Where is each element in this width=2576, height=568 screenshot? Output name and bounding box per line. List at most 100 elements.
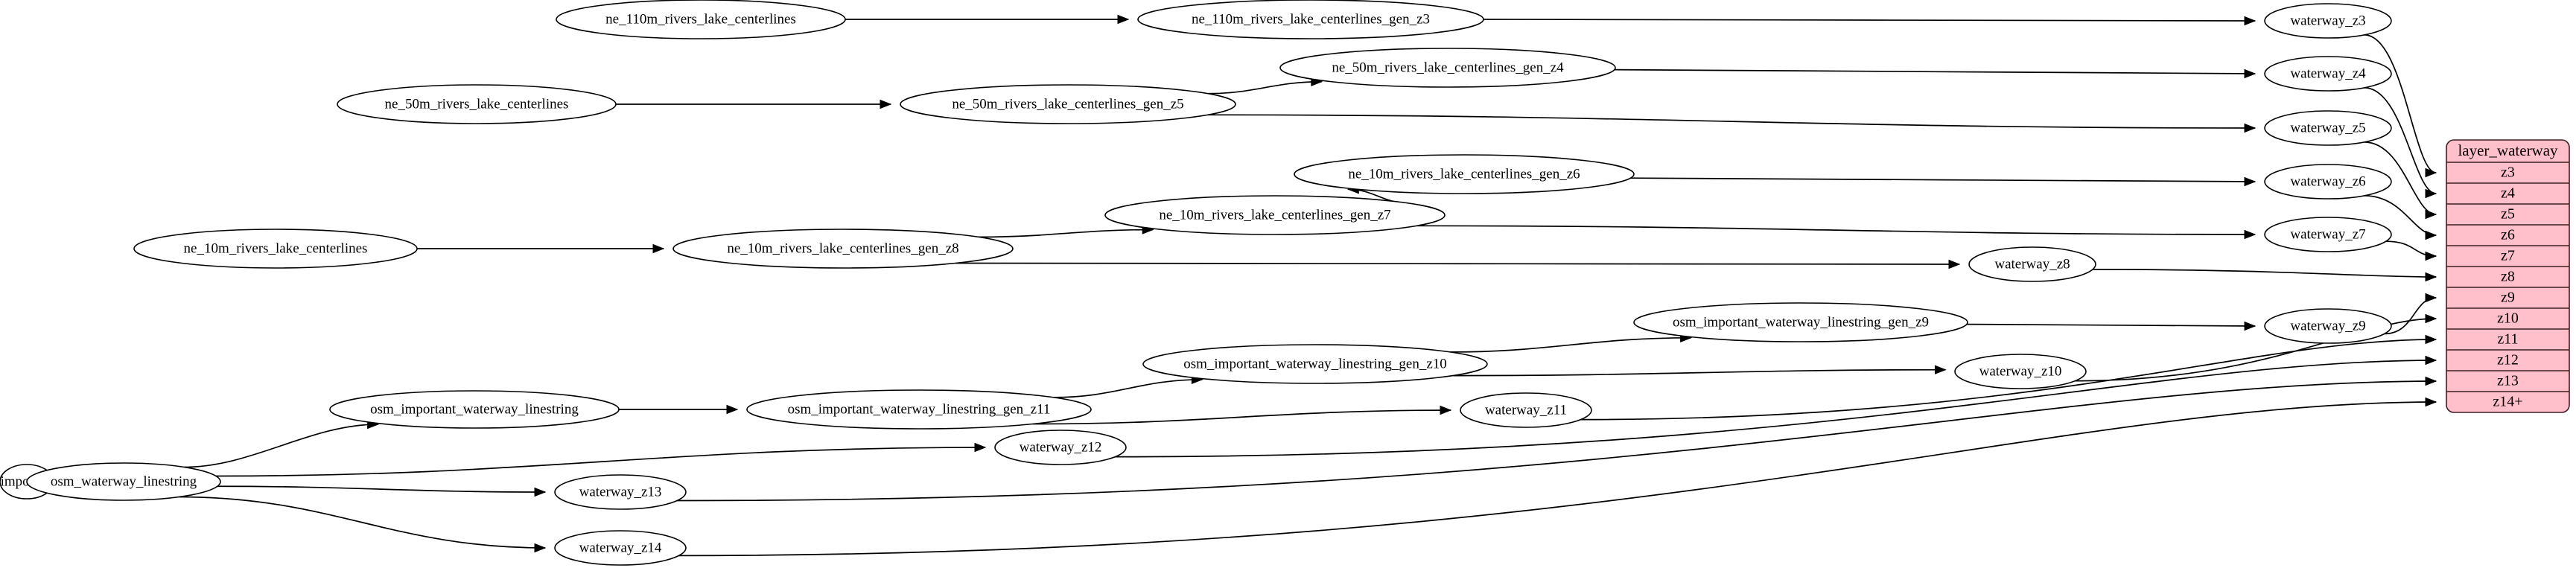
graph-node-osm_imp_ls[interactable]: osm_important_waterway_linestring: [329, 390, 620, 429]
edge-line: [1630, 177, 2256, 182]
node-ellipse: [554, 474, 687, 510]
node-label: ne_50m_rivers_lake_centerlines: [385, 96, 569, 112]
graph-node-ne110m_src[interactable]: ne_110m_rivers_lake_centerlines: [556, 0, 846, 39]
layer-table-row-z14plus[interactable]: z14+: [2493, 394, 2522, 410]
graph-node-osm_imp_z10[interactable]: osm_important_waterway_linestring_gen_z1…: [1142, 344, 1488, 384]
graph-node-ww_z5[interactable]: waterway_z5: [2264, 110, 2392, 146]
layer-table-row-z9[interactable]: z9: [2501, 290, 2515, 306]
node-ellipse: [1954, 354, 2087, 389]
graph-node-ne10m_z6[interactable]: ne_10m_rivers_lake_centerlines_gen_z6: [1294, 154, 1635, 194]
graph-node-osm_imp_z11[interactable]: osm_important_waterway_linestring_gen_z1…: [746, 389, 1092, 430]
edge-arrowhead: [2425, 230, 2437, 240]
node-label: ne_50m_rivers_lake_centerlines_gen_z5: [952, 96, 1183, 112]
edge-line: [979, 229, 1154, 238]
edge-line: [1452, 368, 1946, 377]
edge-arrowhead: [2244, 229, 2257, 240]
node-label: ne_10m_rivers_lake_centerlines_gen_z7: [1159, 207, 1390, 223]
graph-node-osm_imp_z9[interactable]: osm_important_waterway_linestring_gen_z9: [1633, 302, 1968, 342]
graph-node-ne50m_src[interactable]: ne_50m_rivers_lake_centerlines: [337, 84, 617, 124]
edge-line: [179, 496, 546, 549]
node-label: waterway_z6: [2290, 173, 2365, 189]
edge-arrowhead: [1440, 405, 1452, 415]
node-ellipse: [2264, 217, 2392, 252]
edge-arrowhead: [2425, 293, 2437, 303]
graph-node-ne110m_z3[interactable]: ne_110m_rivers_lake_centerlines_gen_z3: [1137, 0, 1484, 39]
edge-line: [1207, 80, 1322, 95]
graph-node-ww_z4[interactable]: waterway_z4: [2264, 56, 2392, 92]
edge-line: [677, 380, 2437, 502]
graph-node-ww_z10[interactable]: waterway_z10: [1954, 354, 2087, 389]
graph-node-ww_z13[interactable]: waterway_z13: [554, 474, 687, 510]
graph-node-ww_z9[interactable]: waterway_z9: [2264, 308, 2392, 344]
node-ellipse: [26, 462, 221, 501]
layer-table-row-z4[interactable]: z4: [2501, 185, 2515, 202]
edge-arrowhead: [2425, 272, 2437, 282]
edge-arrowhead: [2244, 176, 2257, 187]
node-ellipse: [2264, 3, 2392, 39]
edge-arrowhead: [974, 442, 987, 453]
node-label: waterway_z11: [1485, 402, 1567, 418]
graph-node-ne10m_z7[interactable]: ne_10m_rivers_lake_centerlines_gen_z7: [1104, 195, 1446, 235]
node-ellipse: [900, 84, 1236, 124]
edge-line: [1450, 336, 1691, 353]
edge-layer: [16, 14, 2437, 557]
node-ellipse: [337, 84, 617, 124]
node-label: waterway_z4: [2290, 66, 2366, 81]
edge-line: [678, 401, 2437, 557]
layer-table-row-z10[interactable]: z10: [2497, 310, 2519, 327]
node-layer: imposm3osm_waterway_linestringne_110m_ri…: [0, 0, 2392, 566]
graph-node-ww_z14[interactable]: waterway_z14: [554, 530, 687, 566]
layer-table-row-z3[interactable]: z3: [2501, 165, 2515, 181]
layer-table-row-z13[interactable]: z13: [2497, 373, 2519, 389]
graph-node-ww_z7[interactable]: waterway_z7: [2264, 217, 2392, 252]
layer-table-row-z11[interactable]: z11: [2497, 331, 2518, 348]
graph-node-ww_z12[interactable]: waterway_z12: [994, 430, 1127, 465]
node-ellipse: [329, 390, 620, 429]
node-ellipse: [1137, 0, 1484, 39]
node-label: waterway_z10: [1979, 363, 2062, 379]
node-ellipse: [556, 0, 846, 39]
graph-node-ne50m_z4[interactable]: ne_50m_rivers_lake_centerlines_gen_z4: [1279, 48, 1616, 88]
node-label: waterway_z13: [579, 484, 662, 500]
graph-node-ww_z6[interactable]: waterway_z6: [2264, 164, 2392, 200]
node-ellipse: [2264, 110, 2392, 146]
edge-arrowhead: [534, 487, 547, 497]
graph-node-ww_z3[interactable]: waterway_z3: [2264, 3, 2392, 39]
node-ellipse: [746, 389, 1092, 430]
node-ellipse: [554, 530, 687, 566]
graph-node-ww_z8[interactable]: waterway_z8: [1968, 246, 2096, 282]
node-ellipse: [994, 430, 1127, 465]
graph-node-ne50m_z5[interactable]: ne_50m_rivers_lake_centerlines_gen_z5: [900, 84, 1236, 124]
node-label: osm_important_waterway_linestring_gen_z1…: [788, 401, 1051, 417]
edge-arrowhead: [2244, 68, 2257, 79]
edge-arrowhead: [2425, 209, 2437, 220]
graph-node-osm_ww_ls[interactable]: osm_waterway_linestring: [26, 462, 221, 501]
layer-table-row-z7[interactable]: z7: [2501, 248, 2515, 264]
node-ellipse: [1294, 154, 1635, 194]
edge-line: [1580, 339, 2437, 421]
edge-arrowhead: [1934, 365, 1947, 374]
edge-line: [184, 424, 378, 468]
edge-line: [2075, 318, 2437, 382]
graph-node-ww_z11[interactable]: waterway_z11: [1460, 392, 1592, 428]
edge-arrowhead: [2244, 123, 2257, 133]
node-label: ne_110m_rivers_lake_centerlines: [605, 11, 796, 27]
edge-arrowhead: [726, 404, 739, 415]
node-label: ne_10m_rivers_lake_centerlines_gen_z6: [1348, 166, 1580, 182]
edge-line: [1416, 225, 2256, 235]
edge-line: [1054, 378, 1203, 398]
node-label: osm_waterway_linestring: [51, 473, 197, 489]
layer-table-row-z8[interactable]: z8: [2501, 269, 2515, 285]
graph-node-ne10m_src[interactable]: ne_10m_rivers_lake_centerlines: [133, 229, 418, 269]
layer-table-row-z6[interactable]: z6: [2501, 227, 2515, 243]
layer-table-row-z5[interactable]: z5: [2501, 206, 2515, 223]
edge-arrowhead: [2425, 355, 2437, 366]
edge-arrowhead: [2425, 188, 2437, 199]
edge-arrowhead: [534, 543, 547, 553]
node-label: osm_important_waterway_linestring_gen_z1…: [1183, 356, 1447, 371]
edge-line: [1115, 360, 2437, 458]
layer-table-title: layer_waterway: [2458, 141, 2558, 159]
layer-table-row-z12[interactable]: z12: [2497, 352, 2519, 368]
graph-node-ne10m_z8[interactable]: ne_10m_rivers_lake_centerlines_gen_z8: [672, 229, 1014, 269]
